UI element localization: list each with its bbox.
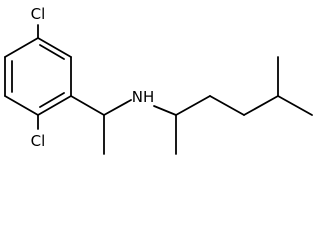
- bond-ring-to-ch: [70, 95, 105, 116]
- ring-bond-c6-c1: [4, 37, 39, 58]
- structural-formula: Cl Cl NH: [4, 5, 313, 155]
- bond-nh-to-ch: [153, 105, 177, 116]
- bond-ch-to-nh: [103, 99, 132, 116]
- ring-double-bond-inner-1: [39, 44, 65, 60]
- bond-chain-1: [175, 95, 211, 116]
- ring-double-bond-inner-2: [39, 92, 65, 108]
- ring-bond-c1-c2: [37, 37, 72, 58]
- atom-label-amine: NH: [132, 88, 155, 106]
- atom-label-cl-bottom: Cl: [31, 132, 46, 150]
- bond-chain-3: [243, 95, 279, 116]
- ring-bond-c3-c4: [37, 95, 72, 116]
- bond-chain-2: [209, 95, 245, 116]
- benzene-ring: [4, 37, 72, 116]
- bond-chain-5: [277, 95, 313, 116]
- ring-bond-c4-c5: [4, 95, 39, 116]
- atom-label-cl-top: Cl: [31, 5, 46, 23]
